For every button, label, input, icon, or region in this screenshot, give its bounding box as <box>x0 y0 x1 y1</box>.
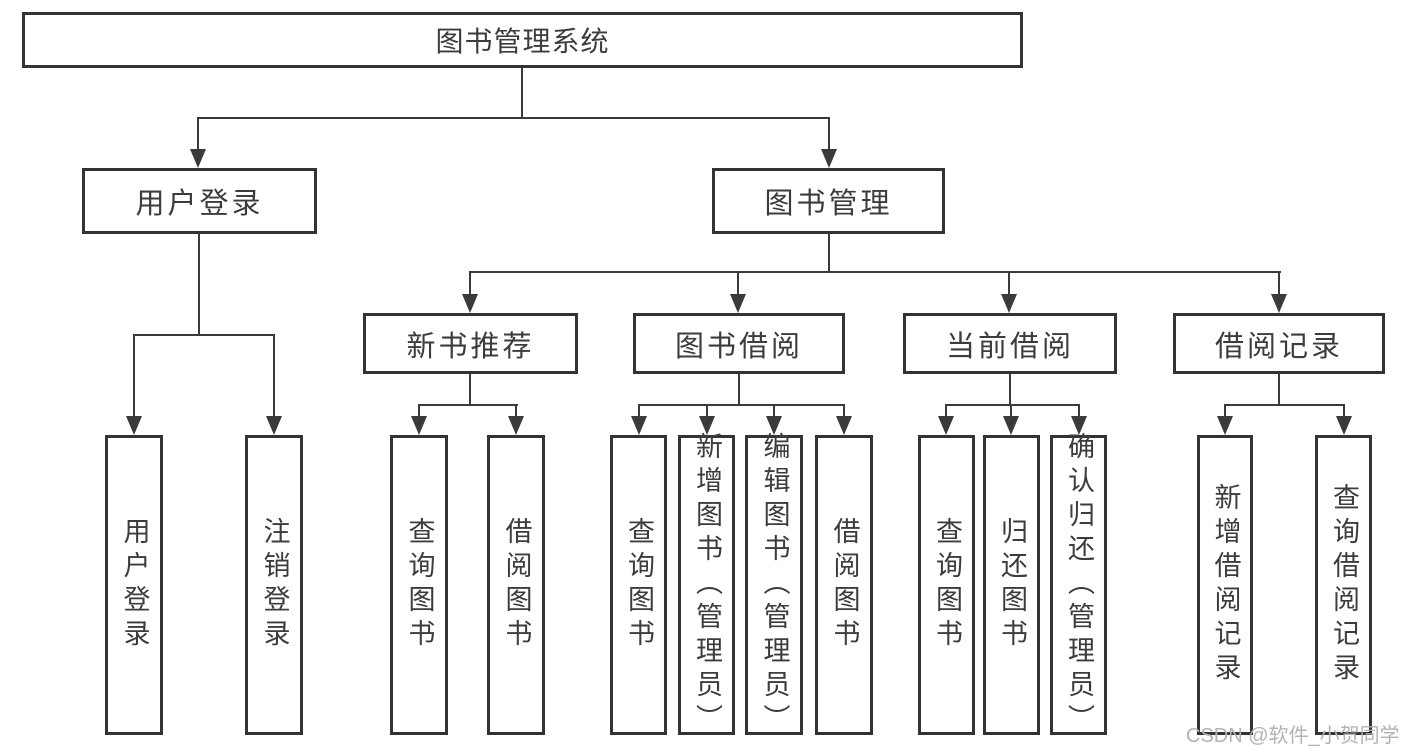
node-user-login-label: 用户登录 <box>135 188 264 220</box>
arrow-down-icon <box>1001 294 1017 313</box>
connector-line <box>1343 404 1345 416</box>
connector-line <box>133 334 135 416</box>
leaf-borrow-books-recommend: 借阅图书 <box>487 435 545 735</box>
connector-line <box>418 404 420 416</box>
leaf-return-books-label: 归还图书 <box>997 517 1027 653</box>
connector-line <box>738 374 740 406</box>
connector-line <box>198 234 200 336</box>
arrow-down-icon <box>462 294 478 313</box>
connector-line <box>1278 374 1280 406</box>
node-library-system-label: 图书管理系统 <box>435 26 610 57</box>
node-book-management: 图书管理 <box>712 168 945 234</box>
arrow-down-icon <box>766 416 782 435</box>
connector-line <box>469 271 1281 273</box>
connector-line <box>638 404 640 416</box>
node-book-borrowing: 图书借阅 <box>633 313 845 374</box>
leaf-return-books: 归还图书 <box>983 435 1040 735</box>
leaf-query-books-recommend-label: 查询图书 <box>404 517 435 653</box>
node-borrowing-records-label: 借阅记录 <box>1214 330 1343 363</box>
connector-line <box>638 404 845 406</box>
arrow-down-icon <box>266 416 282 435</box>
connector-line <box>197 117 830 119</box>
leaf-borrow-books-borrowing-label: 借阅图书 <box>829 517 860 653</box>
arrow-down-icon <box>126 416 142 435</box>
connector-line <box>1224 404 1226 416</box>
node-borrowing-records: 借阅记录 <box>1173 313 1385 374</box>
leaf-confirm-return-admin: 确认归还（管理员） <box>1050 432 1107 738</box>
leaf-query-books-borrowing: 查询图书 <box>610 435 667 735</box>
leaf-edit-book-admin: 编辑图书（管理员） <box>745 432 803 738</box>
connector-line <box>737 271 739 295</box>
connector-line <box>843 404 845 416</box>
connector-line <box>1224 404 1345 406</box>
csdn-watermark: CSDN @软件_小贺同学 <box>1186 725 1400 747</box>
connector-line <box>945 404 947 416</box>
arrow-down-icon <box>699 416 715 435</box>
arrow-down-icon <box>1217 416 1233 435</box>
leaf-edit-book-admin-label: 编辑图书（管理员） <box>759 432 790 738</box>
node-current-borrowing: 当前借阅 <box>903 313 1117 374</box>
arrow-down-icon <box>836 416 852 435</box>
connector-line <box>515 404 517 416</box>
node-book-management-label: 图书管理 <box>764 188 893 220</box>
connector-line <box>469 271 471 295</box>
arrow-down-icon <box>938 416 954 435</box>
connector-line <box>773 404 775 416</box>
leaf-borrow-books-borrowing: 借阅图书 <box>815 435 873 735</box>
node-user-login: 用户登录 <box>82 168 317 234</box>
leaf-add-book-admin: 新增图书（管理员） <box>678 432 735 738</box>
leaf-borrow-books-recommend-label: 借阅图书 <box>501 517 532 653</box>
connector-line <box>197 117 199 149</box>
node-book-borrowing-label: 图书借阅 <box>674 330 803 363</box>
node-library-system: 图书管理系统 <box>22 12 1023 68</box>
connector-line <box>1078 404 1080 416</box>
leaf-logout: 注销登录 <box>245 435 303 735</box>
arrow-down-icon <box>631 416 647 435</box>
connector-line <box>418 404 518 406</box>
arrow-down-icon <box>411 416 427 435</box>
arrow-down-icon <box>821 149 837 168</box>
connector-line <box>273 334 275 416</box>
arrow-down-icon <box>1071 416 1087 435</box>
node-new-book-recommendation-label: 新书推荐 <box>406 330 535 363</box>
leaf-add-book-admin-label: 新增图书（管理员） <box>692 432 722 738</box>
leaf-query-books-borrowing-label: 查询图书 <box>624 517 654 653</box>
arrow-down-icon <box>508 416 524 435</box>
connector-line <box>1009 374 1011 406</box>
connector-line <box>828 117 830 149</box>
arrow-down-icon <box>1003 416 1019 435</box>
leaf-add-borrow-record-label: 新增借阅记录 <box>1210 483 1241 687</box>
connector-line <box>469 374 471 406</box>
leaf-query-books-current-label: 查询图书 <box>932 517 962 653</box>
connector-line <box>133 334 275 336</box>
leaf-query-borrow-record: 查询借阅记录 <box>1315 435 1372 735</box>
connector-line <box>706 404 708 416</box>
connector-line <box>1008 271 1010 295</box>
leaf-query-books-current: 查询图书 <box>918 435 975 735</box>
connector-line <box>521 68 523 119</box>
node-current-borrowing-label: 当前借阅 <box>945 330 1074 363</box>
connector-line <box>1278 271 1280 295</box>
arrow-down-icon <box>730 294 746 313</box>
arrow-down-icon <box>1271 294 1287 313</box>
leaf-logout-label: 注销登录 <box>259 517 290 653</box>
arrow-down-icon <box>1336 416 1352 435</box>
connector-line <box>945 404 1080 406</box>
leaf-user-login-label: 用户登录 <box>119 517 150 653</box>
leaf-query-borrow-record-label: 查询借阅记录 <box>1329 483 1359 687</box>
node-new-book-recommendation: 新书推荐 <box>363 313 578 374</box>
leaf-confirm-return-admin-label: 确认归还（管理员） <box>1064 432 1094 738</box>
connector-line <box>828 234 830 273</box>
arrow-down-icon <box>190 149 206 168</box>
leaf-query-books-recommend: 查询图书 <box>390 435 448 735</box>
leaf-add-borrow-record: 新增借阅记录 <box>1197 435 1253 735</box>
leaf-user-login: 用户登录 <box>105 435 163 735</box>
connector-line <box>1010 404 1012 416</box>
